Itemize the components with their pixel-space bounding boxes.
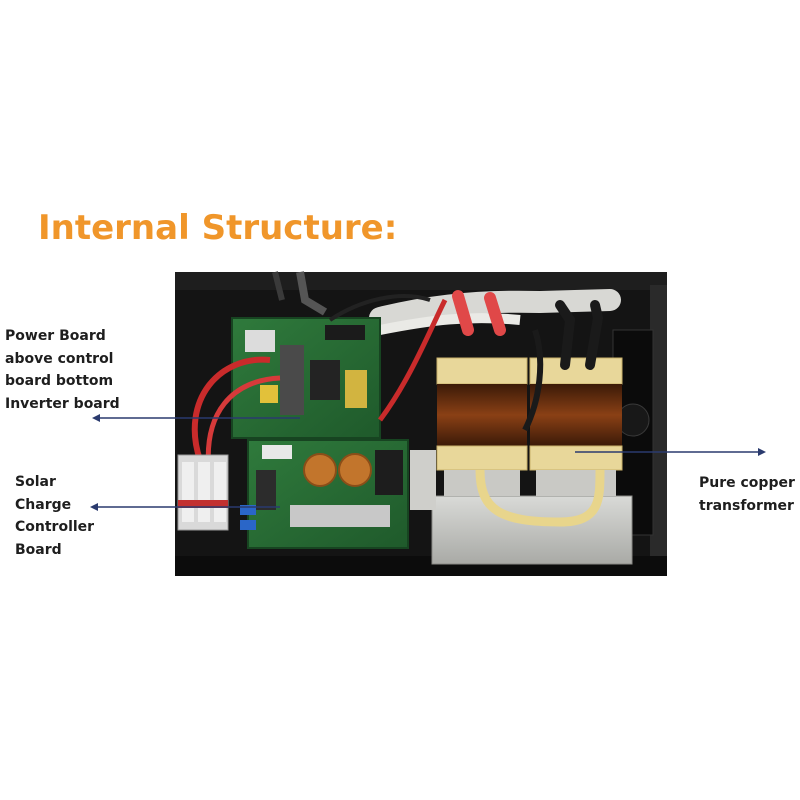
callout-arrows — [90, 414, 766, 511]
label-line: Pure copper — [699, 475, 795, 491]
label-line: Controller — [15, 519, 95, 535]
power-board — [231, 317, 381, 439]
solar-charge-controller-board — [240, 439, 409, 549]
label-line: Inverter board — [5, 395, 120, 412]
label-line: board bottom — [5, 373, 114, 389]
solar-board-arrowhead — [90, 503, 98, 511]
label-line: above control — [5, 350, 114, 367]
label-line: Board — [15, 541, 62, 558]
slide-title: Internal Structure: — [38, 208, 398, 248]
label-line: Charge — [15, 496, 72, 513]
terminal-blocks — [177, 454, 229, 531]
power-board-arrowhead — [92, 414, 100, 422]
transformer-label: Pure copper transformer — [699, 472, 795, 517]
label-line: transformer — [699, 497, 794, 514]
ribbon-cable — [272, 271, 328, 316]
transformer — [436, 300, 623, 527]
label-line: Power Board — [5, 328, 106, 344]
label-line: Solar — [15, 474, 56, 490]
transformer-arrowhead — [758, 448, 766, 456]
heat-sink-plate — [410, 450, 633, 565]
